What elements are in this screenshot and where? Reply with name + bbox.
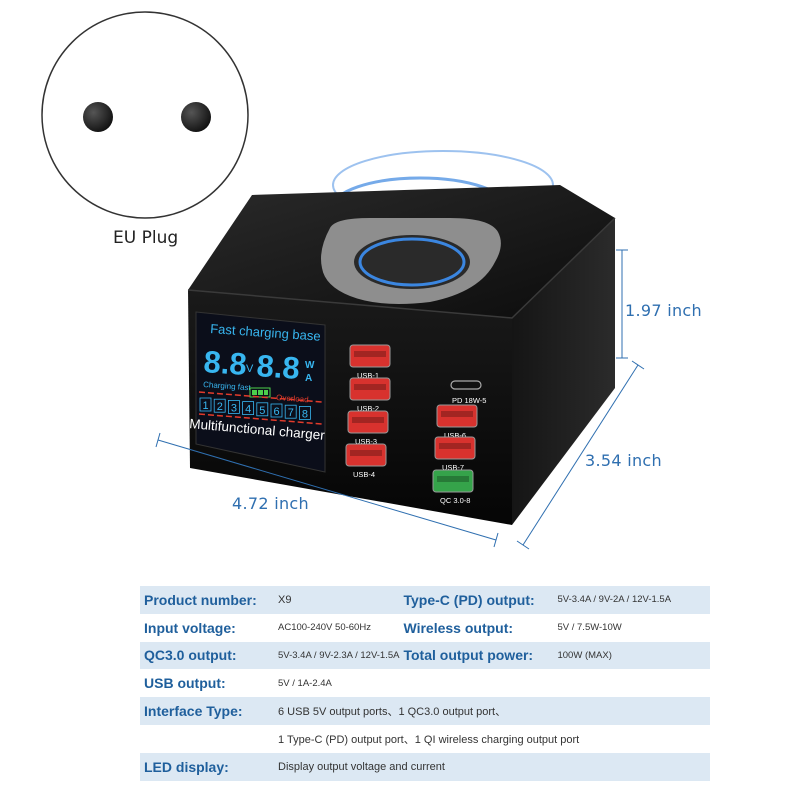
spec-row: Product number: X9 Type-C (PD) output: 5…: [140, 586, 710, 614]
spec-row: Interface Type: 6 USB 5V output ports、1 …: [140, 697, 710, 725]
spec-value: 5V / 7.5W-10W: [557, 622, 622, 634]
port-label: PD 18W-5: [452, 396, 486, 405]
spec-key: QC3.0 output:: [140, 641, 274, 670]
dimension-lines: [155, 249, 645, 550]
port-socket: [432, 469, 474, 493]
dimension-height: 1.97 inch: [625, 301, 702, 320]
lcd-port-box: [213, 398, 226, 413]
port-socket: [349, 344, 391, 368]
spec-key: USB output:: [144, 675, 226, 692]
lcd-port-box: [242, 401, 255, 416]
spec-value: 5V / 1A-2.4A: [278, 677, 332, 689]
spec-key: Total output power:: [399, 641, 554, 670]
port-socket: [347, 410, 389, 434]
port-socket-inner: [352, 417, 384, 423]
spec-value: X9: [274, 586, 400, 614]
usb-port: PD 18W-5: [450, 380, 486, 405]
eu-plug-icon: [41, 11, 249, 219]
port-socket-inner: [354, 384, 386, 390]
spec-row: Input voltage: AC100-240V 50-60Hz Wirele…: [140, 614, 710, 642]
lcd-port-box: [199, 397, 212, 412]
spec-value: 5V-3.4A / 9V-2A / 12V-1.5A: [553, 586, 710, 614]
port-socket-inner: [441, 411, 473, 417]
spec-table: Product number: X9 Type-C (PD) output: 5…: [140, 586, 710, 781]
spec-row: 1 Type-C (PD) output port、1 QI wireless …: [140, 725, 710, 753]
lcd-port-number: 4: [245, 404, 251, 416]
plug-label: EU Plug: [113, 228, 179, 248]
spec-value: 1 Type-C (PD) output port、1 QI wireless …: [278, 733, 580, 746]
lcd-port-number: 6: [274, 406, 280, 418]
port-label: USB-2: [357, 404, 379, 413]
spec-key: LED display:: [140, 752, 274, 781]
usb-port: USB-1: [349, 344, 391, 380]
spec-value: 100W (MAX): [553, 641, 710, 670]
lcd-port-number: 2: [217, 401, 223, 413]
usb-port: USB-3: [347, 410, 389, 446]
port-socket: [349, 377, 391, 401]
spec-row: QC3.0 output: 5V-3.4A / 9V-2.3A / 12V-1.…: [140, 641, 710, 670]
usb-port: QC 3.0-8: [432, 469, 474, 505]
lcd-port-number: 3: [231, 402, 237, 414]
spec-value: AC100-240V 50-60Hz: [278, 622, 371, 634]
port-label: USB-3: [355, 437, 377, 446]
spec-row: USB output: 5V / 1A-2.4A: [140, 669, 710, 697]
lcd-port-box: [270, 403, 283, 418]
spec-key: Wireless output:: [403, 619, 514, 636]
port-socket-inner: [439, 443, 471, 449]
lcd-power-digits: 8.8: [256, 348, 301, 386]
spec-value: Display output voltage and current: [274, 752, 710, 781]
battery-icon: [249, 387, 271, 398]
dimension-depth: 3.54 inch: [585, 451, 662, 470]
lcd-port-number: 7: [288, 407, 294, 419]
port-socket: [434, 436, 476, 460]
lcd-port-box: [256, 402, 269, 417]
dimension-width: 4.72 inch: [232, 494, 309, 513]
spec-value: 6 USB 5V output ports、1 QC3.0 output por…: [274, 697, 710, 725]
port-socket: [436, 404, 478, 428]
product-figure: Fast charging base 8.8 V 8.8 W A Chargin…: [41, 11, 702, 550]
lcd-display: Fast charging base 8.8 V 8.8 W A Chargin…: [189, 311, 326, 473]
spec-key: Product number:: [140, 586, 274, 614]
lcd-port-number: 5: [259, 405, 265, 417]
lcd-voltage-digits: 8.8: [203, 344, 248, 382]
spec-key: Interface Type:: [140, 697, 274, 725]
lcd-port-box: [284, 404, 297, 419]
port-socket: [450, 380, 482, 390]
spec-key: [140, 725, 274, 753]
port-label: USB-1: [357, 371, 379, 380]
port-socket-inner: [354, 351, 386, 357]
port-socket-inner: [437, 476, 469, 482]
wireless-pad: [321, 218, 501, 304]
port-label: USB-7: [442, 463, 464, 472]
usb-port: USB-4: [345, 443, 387, 479]
port-socket: [345, 443, 387, 467]
lcd-port-box: [227, 399, 240, 414]
lcd-unit-v: V: [246, 363, 254, 375]
spec-value: 5V-3.4A / 9V-2.3A / 12V-1.5A: [274, 641, 400, 670]
port-socket-inner: [350, 450, 382, 456]
port-label: QC 3.0-8: [440, 496, 470, 505]
usb-port: USB-2: [349, 377, 391, 413]
charger-illustration: Fast charging base 8.8 V 8.8 W A Chargin…: [41, 11, 645, 550]
port-label: USB-6: [444, 431, 466, 440]
spec-key: Type-C (PD) output:: [399, 586, 554, 614]
lcd-port-number: 1: [203, 400, 209, 412]
port-label: USB-4: [353, 470, 375, 479]
usb-port: USB-6: [436, 404, 478, 440]
lcd-unit-a: A: [305, 373, 312, 384]
lcd-port-number: 8: [302, 408, 308, 420]
lcd-charging-label: Charging fast: [203, 380, 252, 392]
lcd-overload-label: Overload: [276, 393, 309, 404]
lcd-unit-w: W: [305, 360, 315, 371]
spec-key: Input voltage:: [144, 619, 236, 636]
lcd-port-box: [298, 405, 311, 420]
usb-port: USB-7: [434, 436, 476, 472]
spec-row: LED display: Display output voltage and …: [140, 752, 710, 781]
